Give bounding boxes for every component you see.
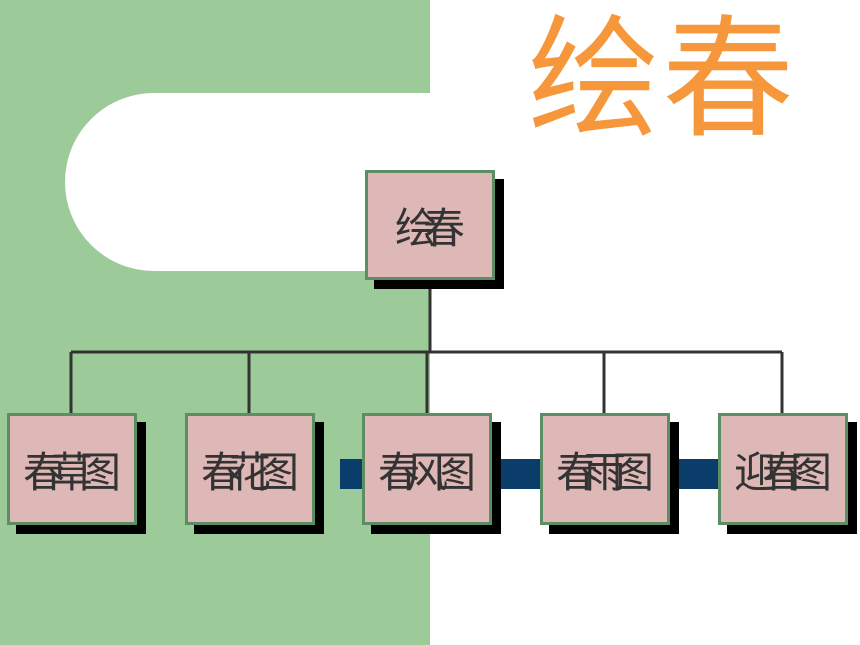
- child-node-5[interactable]: 迎春图: [718, 413, 848, 525]
- slide-title: 绘春: [528, 3, 796, 157]
- child-node-2[interactable]: 春花图: [185, 413, 315, 525]
- root-node-label: 绘春: [394, 203, 465, 253]
- child-node-4[interactable]: 春雨图: [540, 413, 670, 525]
- child-node-label: 春花图: [200, 447, 299, 497]
- child-node-1[interactable]: 春草图: [7, 413, 137, 525]
- child-node-label: 春风图: [377, 447, 476, 497]
- root-node[interactable]: 绘春: [365, 170, 495, 280]
- child-node-label: 春雨图: [555, 447, 654, 497]
- child-node-3[interactable]: 春风图: [362, 413, 492, 525]
- child-node-label: 迎春图: [733, 447, 832, 497]
- child-node-label: 春草图: [22, 447, 121, 497]
